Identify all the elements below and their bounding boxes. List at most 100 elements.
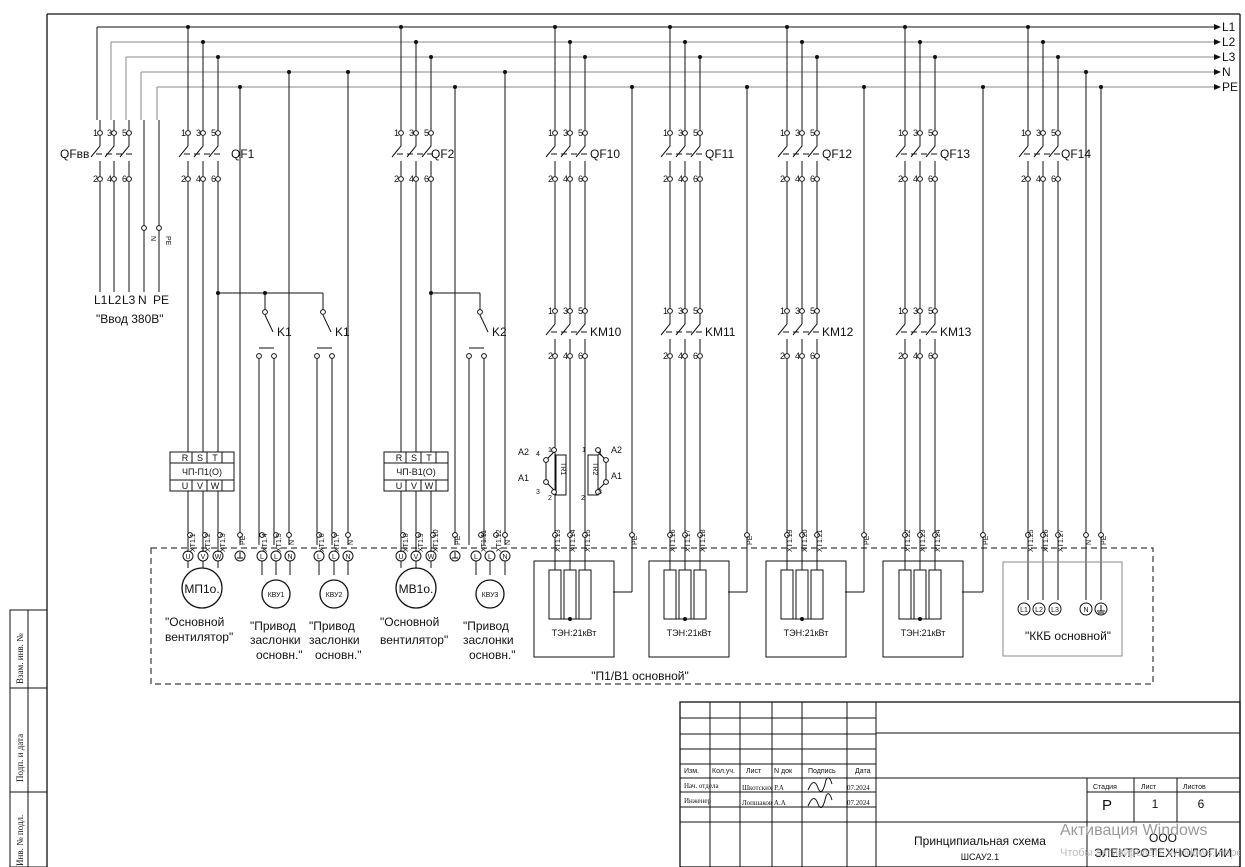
- relay-pin: [481, 353, 487, 359]
- terminal-pin: [415, 532, 421, 538]
- pole-blade: [675, 314, 686, 336]
- terminal-tag: N: [505, 540, 512, 545]
- title-block-name: Лопшаков А.А: [742, 799, 786, 807]
- motor-terminal-label: W: [215, 554, 222, 561]
- pole-pin: [917, 353, 923, 359]
- bus-tap: [186, 25, 190, 29]
- contacts-and-devices: [9, 24, 1241, 867]
- pole-pin: [697, 176, 703, 182]
- actuator-terminal-label: L: [317, 554, 321, 561]
- pole-pin: [1040, 130, 1046, 136]
- input-terminal-label: PE: [153, 293, 169, 307]
- pole-pin: [200, 176, 206, 182]
- pole-pin: [932, 176, 938, 182]
- motor-label: МП1о.: [184, 582, 219, 596]
- pole-blade: [193, 136, 204, 158]
- bus-arrow: [1214, 39, 1221, 45]
- pole-number: 4: [107, 174, 112, 184]
- terminal-tag: N: [1086, 540, 1093, 545]
- title-block-header: Подпись: [808, 768, 836, 775]
- title-block-header: Изм.: [684, 768, 699, 775]
- pole-number: 5: [211, 128, 216, 138]
- junction-dot: [568, 617, 572, 621]
- signature-mark: [807, 777, 833, 793]
- bus-tap: [216, 55, 220, 59]
- title-block-header: Лист: [746, 768, 762, 775]
- terminal-tag: XT1.5: [276, 533, 283, 552]
- title-block-name: Шкотских Р.А: [742, 784, 784, 792]
- terminal-pin: [478, 532, 484, 538]
- terminal-pin: [567, 532, 573, 538]
- motor-icon: [181, 567, 223, 609]
- terminal-pin: [286, 532, 292, 538]
- pole-blade: [178, 136, 189, 158]
- heating-element: [548, 569, 562, 620]
- side-stamp-label: Подп. и дата: [15, 734, 25, 782]
- pole-pin: [126, 176, 132, 182]
- actuator-terminal: [484, 550, 496, 562]
- pole-pin: [567, 308, 573, 314]
- thermostat-body: [555, 454, 567, 496]
- pole-number: 4: [913, 351, 918, 361]
- pole-number: 6: [578, 174, 583, 184]
- terminal-pin: [682, 532, 688, 538]
- relay-contact: [479, 314, 489, 333]
- pole-pin: [552, 176, 558, 182]
- device-label: QF10: [590, 147, 620, 161]
- input-terminal-label: L2: [108, 293, 122, 307]
- document-title: ШСАУ2.1: [961, 852, 999, 862]
- ground-icon: [449, 550, 461, 562]
- thermostat-pin-number: 3: [598, 489, 602, 496]
- terminal-pin: [1083, 532, 1089, 538]
- pole-pin: [932, 308, 938, 314]
- stage-value: 1: [1152, 797, 1159, 811]
- terminal-tag: XT1.23: [920, 529, 927, 552]
- motor-terminal-label: V: [201, 554, 206, 561]
- pole-pin: [582, 130, 588, 136]
- device-caption: "Основной: [380, 615, 439, 629]
- side-stamp-label: Инв. № подл.: [15, 815, 25, 866]
- pole-number: 4: [678, 351, 683, 361]
- heater-box: [648, 560, 730, 658]
- zone-caption: "П1/В1 основной": [591, 669, 689, 683]
- pole-blade: [575, 314, 586, 336]
- drive-terminal: T: [212, 453, 218, 463]
- pole-number: 5: [578, 128, 583, 138]
- pole-number: 2: [93, 174, 98, 184]
- bus-tap: [815, 55, 819, 59]
- drive-output-row: [169, 479, 235, 492]
- actuator-icon: [261, 579, 291, 609]
- heating-element: [780, 569, 794, 620]
- motor-terminal: [197, 550, 209, 562]
- stage-header: Листов: [1183, 784, 1206, 791]
- relay-label: K2: [492, 325, 507, 339]
- terminal-pin: [316, 532, 322, 538]
- terminal-tag: XT1.3: [220, 533, 227, 552]
- pole-blade: [910, 136, 921, 158]
- terminal-tag: PE: [747, 535, 754, 545]
- bus-tap: [201, 40, 205, 44]
- terminal-pin: [697, 532, 703, 538]
- bus-tap: [785, 25, 789, 29]
- bus-tap: [1056, 55, 1060, 59]
- pole-number: 1: [780, 306, 785, 316]
- pole-number: 6: [1051, 174, 1056, 184]
- heating-element: [928, 569, 942, 620]
- kkb-caption: "ККБ основной": [1025, 629, 1111, 643]
- pole-number: 4: [913, 174, 918, 184]
- pole-pin: [784, 353, 790, 359]
- pole-pin: [697, 353, 703, 359]
- relay-pin: [477, 309, 483, 315]
- device-caption: "Основной: [165, 615, 224, 629]
- pole-number: 6: [211, 174, 216, 184]
- terminal-pin: [259, 532, 265, 538]
- pole-pin: [1040, 176, 1046, 182]
- pole-number: 1: [663, 306, 668, 316]
- pole-number: 4: [1036, 174, 1041, 184]
- pole-blade: [545, 314, 556, 336]
- actuator-icon: [319, 579, 349, 609]
- heater-label: ТЭН:21кВт: [901, 628, 946, 638]
- motor-terminal: [410, 550, 422, 562]
- terminal-tag: XT1.13: [555, 529, 562, 552]
- actuator-terminal: [270, 550, 282, 562]
